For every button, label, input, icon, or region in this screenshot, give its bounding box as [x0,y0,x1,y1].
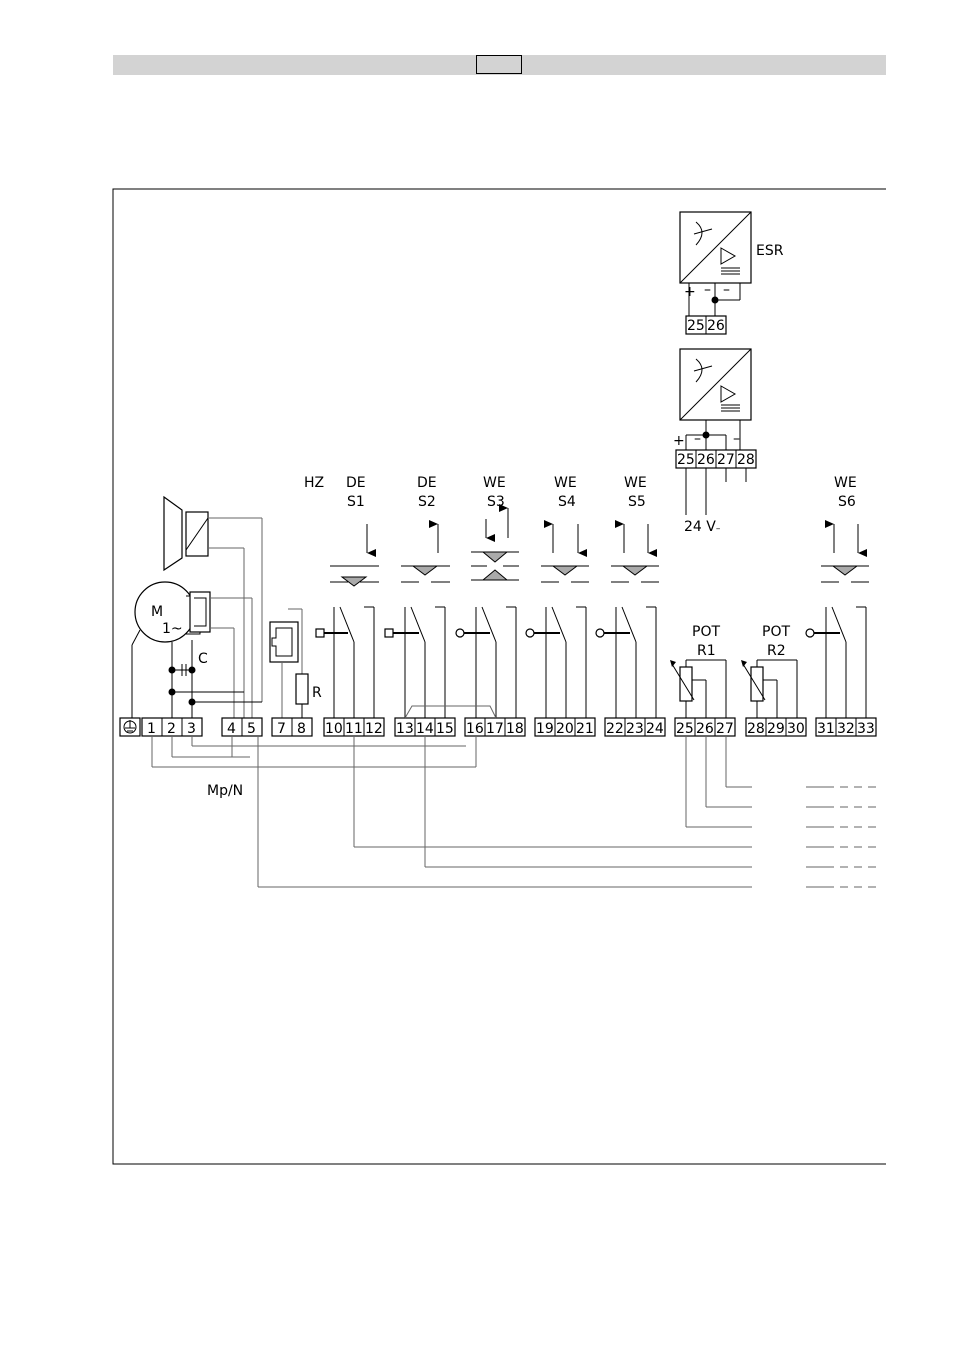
potentiometer-r2 [741,660,797,718]
terminal-4: 4 [227,721,236,737]
wiring-below [152,736,752,887]
esr-upper-minus-1: – [704,282,711,298]
esr-upper-terminal-25: 25 [687,318,705,334]
we-label-s6: WE [834,475,857,491]
valve-symbols [330,552,869,586]
terminal-28: 28 [747,721,765,737]
terminal-17: 17 [486,721,504,737]
esr-lower-plus: + [673,433,685,449]
terminal-3: 3 [187,721,196,737]
terminal-7: 7 [277,721,286,737]
limit-switch-s3 [456,607,516,718]
terminal-11: 11 [345,721,363,737]
capacitor-c-label: C [198,651,208,667]
terminal-5: 5 [247,721,256,737]
terminal-1: 1 [147,721,156,737]
direction-arrows [367,508,858,553]
terminal-13: 13 [396,721,414,737]
esr-lower-terminal-28: 28 [737,452,755,468]
terminal-16: 16 [466,721,484,737]
esr-lower-terminal-27: 27 [717,452,735,468]
motor-letter: M [151,604,163,620]
terminal-19: 19 [536,721,554,737]
terminal-32: 32 [837,721,855,737]
terminal-25: 25 [676,721,694,737]
pot-label-r2: POT [762,624,790,640]
de-label-s2: DE [417,475,437,491]
bridge-13-17 [405,706,496,718]
hz-label: HZ [304,475,324,491]
esr-module-upper [680,212,751,334]
pot-label-r1: POT [692,624,720,640]
terminal-31: 31 [817,721,835,737]
terminal-15: 15 [436,721,454,737]
terminal-30: 30 [787,721,805,737]
wire-continuation-dashes [806,787,877,887]
esr-label: ESR [756,243,784,259]
resistor-r-label: R [312,685,322,701]
we-label-s5: WE [624,475,647,491]
terminal-10: 10 [325,721,343,737]
esr-upper-plus: + [684,284,696,300]
r2-label: R2 [767,643,786,659]
terminal-20: 20 [556,721,574,737]
esr-lower-minus-2: – [733,431,740,447]
terminal-23: 23 [626,721,644,737]
r1-label: R1 [697,643,716,659]
we-label-s3: WE [483,475,506,491]
limit-switch-s2 [385,607,445,718]
terminal-26: 26 [696,721,714,737]
terminal-18: 18 [506,721,524,737]
esr-upper-terminal-26: 26 [707,318,725,334]
terminal-24: 24 [646,721,664,737]
terminal-8: 8 [297,721,306,737]
we-label-s4: WE [554,475,577,491]
limit-switch-s1 [316,607,374,718]
terminal-2: 2 [167,721,176,737]
mp-n-label: Mp/N [207,783,243,799]
s4-label: S4 [558,494,576,510]
terminal-33: 33 [857,721,875,737]
limit-switch-s6 [806,607,866,718]
terminal-29: 29 [767,721,785,737]
diagram-frame [113,189,886,1164]
esr-lower-minus-1: – [694,431,701,447]
potentiometer-r1 [670,660,726,718]
motor-phase: 1~ [162,621,183,637]
esr-lower-terminal-26: 26 [697,452,715,468]
esr-upper-minus-2: – [723,282,730,298]
s3-label: S3 [487,494,505,510]
terminal-22: 22 [606,721,624,737]
terminal-14: 14 [416,721,434,737]
limit-switch-s4 [526,607,586,718]
terminal-27: 27 [716,721,734,737]
limit-switch-s5 [596,607,656,718]
terminal-21: 21 [576,721,594,737]
esr-lower-terminal-25: 25 [677,452,695,468]
supply-24v-label: 24 V– [684,519,721,535]
heater-hz [270,609,308,718]
s5-label: S5 [628,494,646,510]
s1-label: S1 [347,494,365,510]
de-label-s1: DE [346,475,366,491]
s6-label: S6 [838,494,856,510]
s2-label: S2 [418,494,436,510]
terminal-12: 12 [365,721,383,737]
esr-module-lower [676,349,756,515]
